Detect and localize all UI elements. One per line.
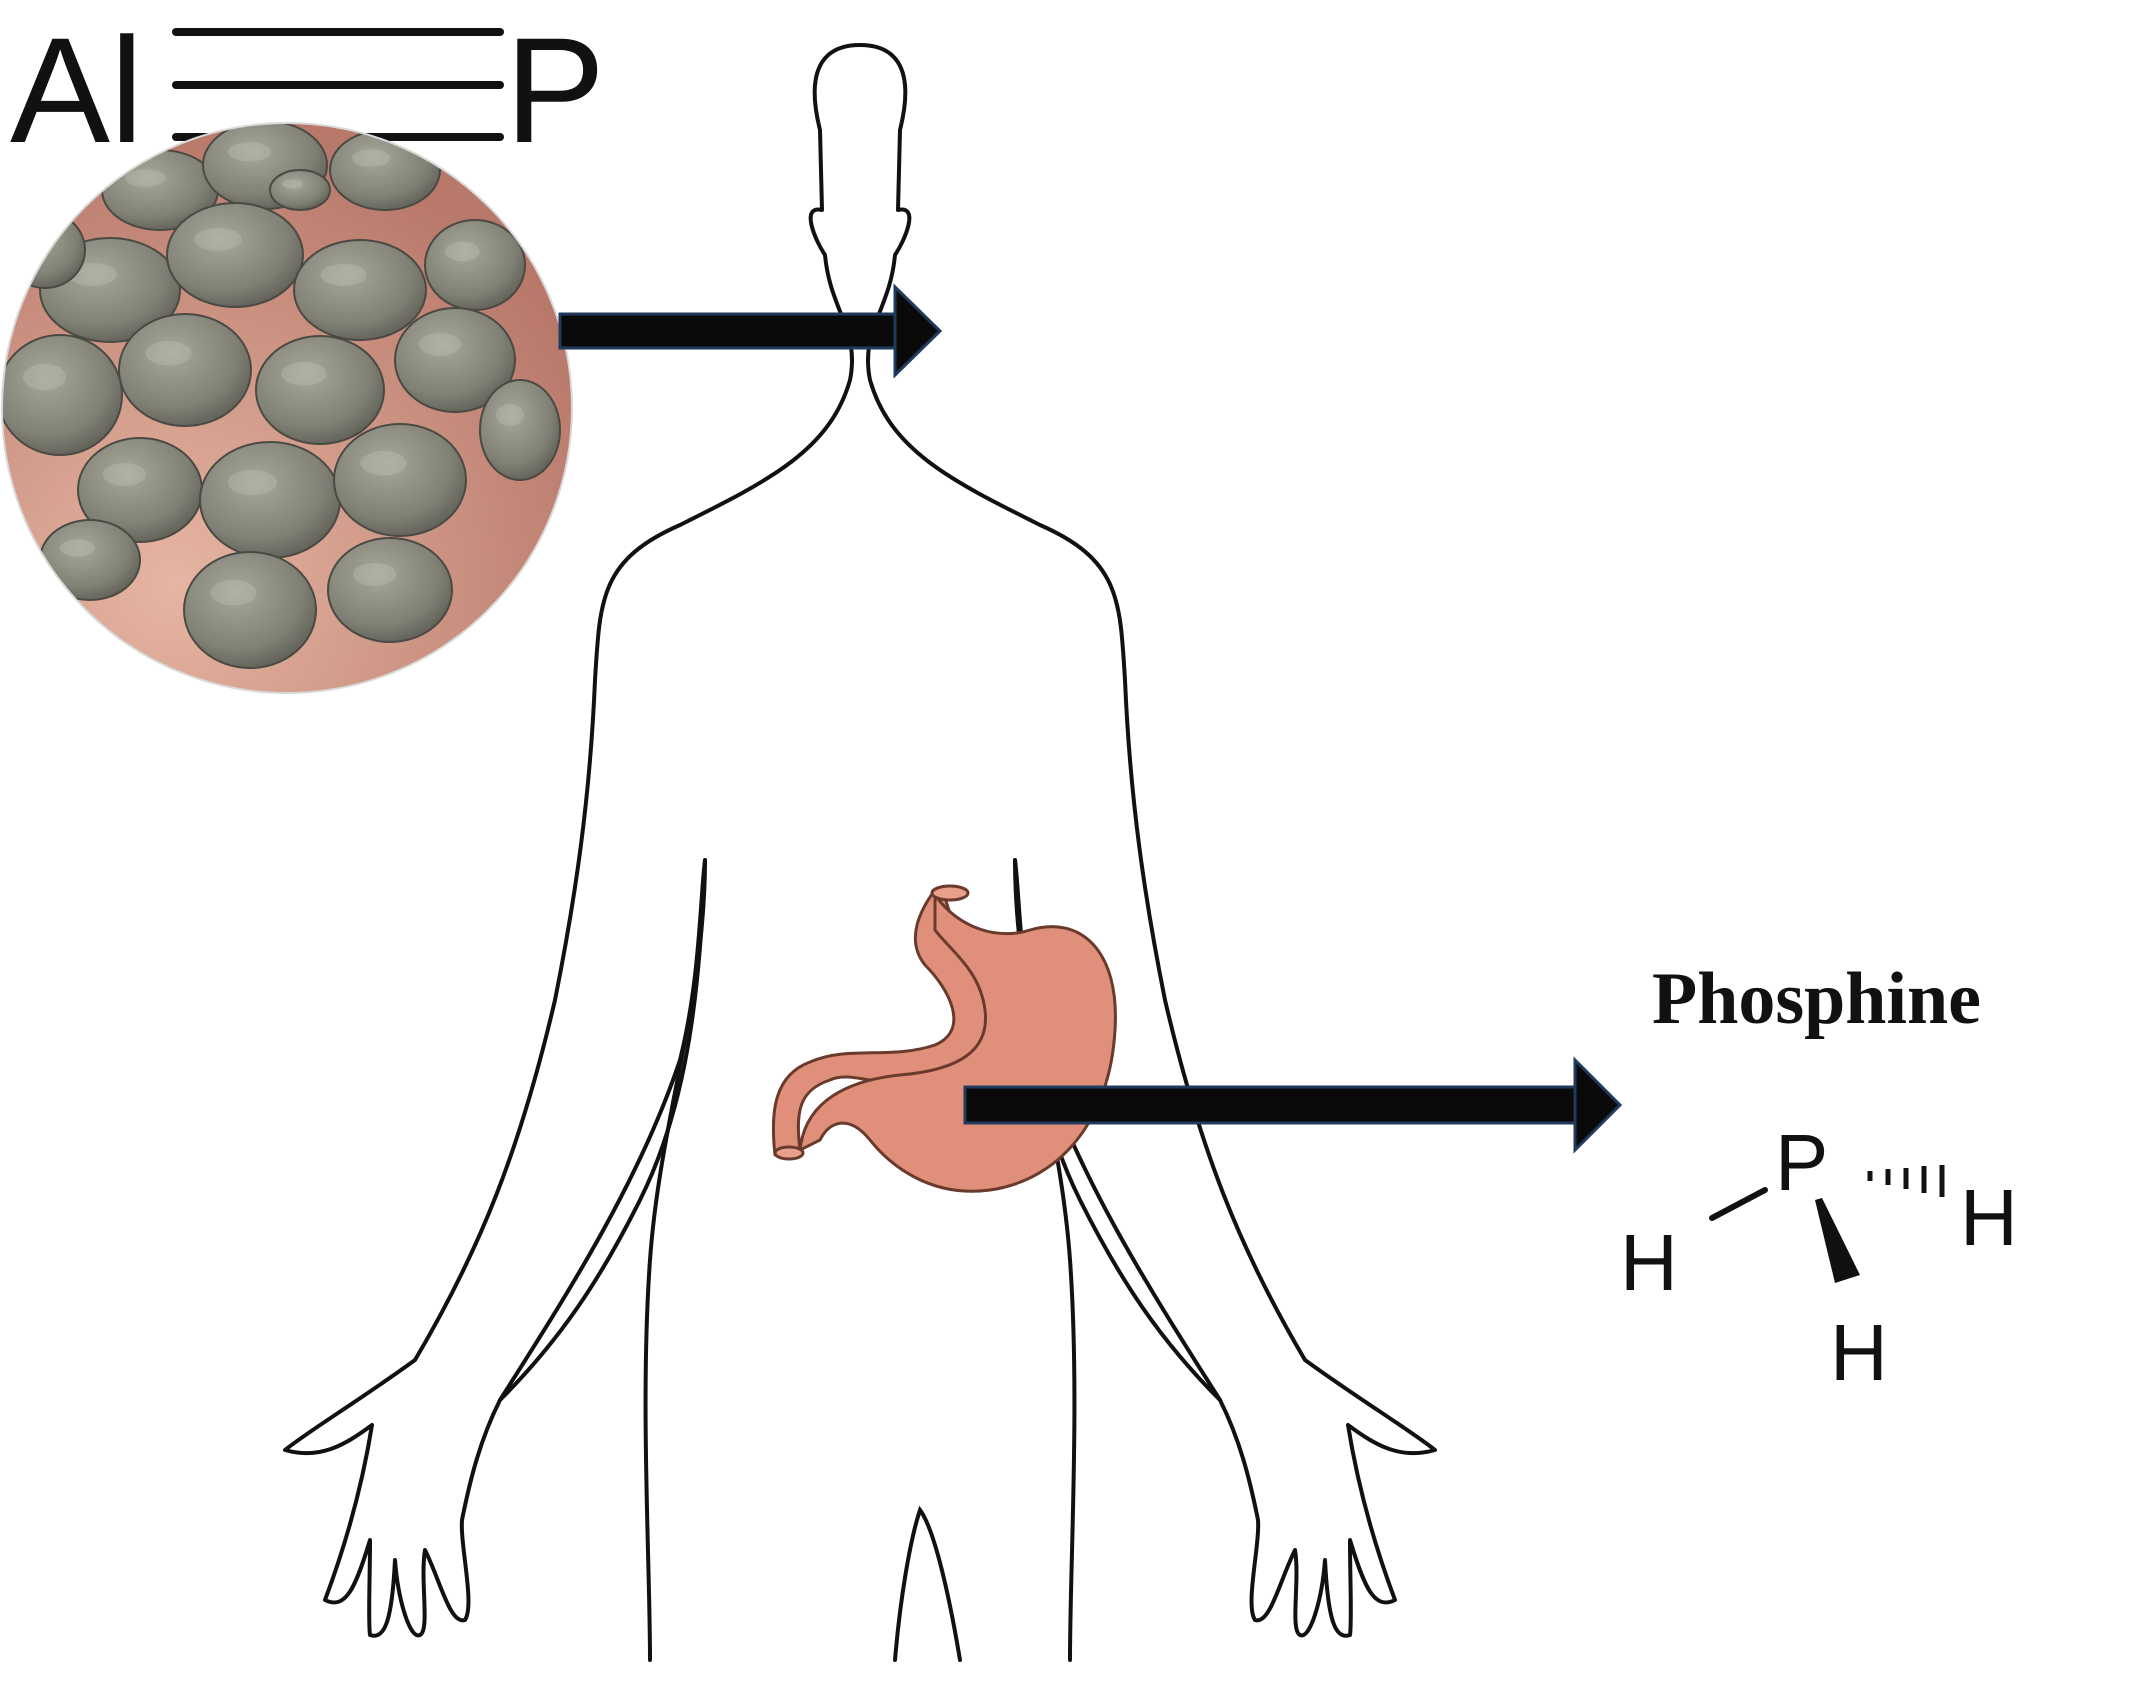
tablets-photo	[2, 123, 572, 693]
tablet-icon	[255, 335, 385, 445]
tablet-highlight	[445, 241, 480, 262]
tablet-icon	[269, 169, 331, 211]
human-body-outline-right	[858, 43, 1437, 1662]
tablet-icon	[424, 219, 526, 311]
tablet-icon	[118, 313, 252, 427]
hydrogen-bottom: H	[1830, 1308, 1888, 1397]
tablet-highlight	[145, 340, 192, 366]
tablet-icon	[333, 423, 467, 537]
tablet-icon	[2, 334, 123, 456]
tablet-highlight	[360, 450, 407, 476]
tablet-highlight	[22, 363, 67, 391]
tablet-highlight	[21, 230, 49, 247]
tablet-icon	[166, 202, 304, 308]
tablet-highlight	[125, 169, 166, 187]
solid-wedge-bond-icon	[1815, 1198, 1860, 1283]
tablet-icon	[329, 129, 441, 211]
phosphine-label: Phosphine	[1652, 958, 1981, 1040]
left-inner-arm-line	[498, 858, 707, 1402]
tablet-icon	[39, 519, 141, 601]
tablet-highlight	[102, 462, 147, 486]
tablet-icon	[183, 551, 317, 669]
aluminium-symbol: Al	[10, 6, 143, 174]
phosphorus-symbol: P	[505, 6, 605, 174]
tablet-highlight	[320, 264, 367, 286]
tablet-icon	[479, 379, 561, 481]
release-arrow-icon	[963, 1056, 1623, 1154]
tablet-icon	[327, 537, 453, 643]
hashed-wedge-bond-icon	[1867, 1165, 1945, 1197]
legs-gap-line	[893, 1505, 962, 1662]
tablet-highlight	[228, 469, 277, 496]
human-body-outline	[283, 43, 862, 1662]
tablet-icon	[394, 307, 516, 413]
ingestion-arrow-icon	[558, 283, 943, 379]
tablet-highlight	[419, 332, 461, 356]
tablet-highlight	[496, 404, 524, 426]
tablet-highlight	[352, 562, 397, 586]
hydrogen-right: H	[1960, 1173, 2018, 1262]
tablet-highlight	[282, 179, 303, 189]
triple-bond-icon	[172, 28, 504, 141]
stomach-icon	[771, 884, 1117, 1193]
phosphorus-atom: P	[1775, 1118, 1828, 1207]
tablet-icon	[4, 211, 86, 289]
phosphine-structure: P H H H	[1620, 1118, 2018, 1397]
tablet-highlight	[227, 142, 272, 162]
hydrogen-left: H	[1620, 1218, 1678, 1307]
tablet-highlight	[60, 539, 95, 557]
tablet-highlight	[194, 227, 242, 251]
tablet-highlight	[281, 361, 327, 386]
tablet-highlight	[352, 149, 391, 167]
tablet-icon	[199, 441, 341, 559]
single-bond-line	[1709, 1187, 1768, 1221]
tablet-icon	[293, 239, 427, 341]
tablet-highlight	[210, 579, 257, 606]
